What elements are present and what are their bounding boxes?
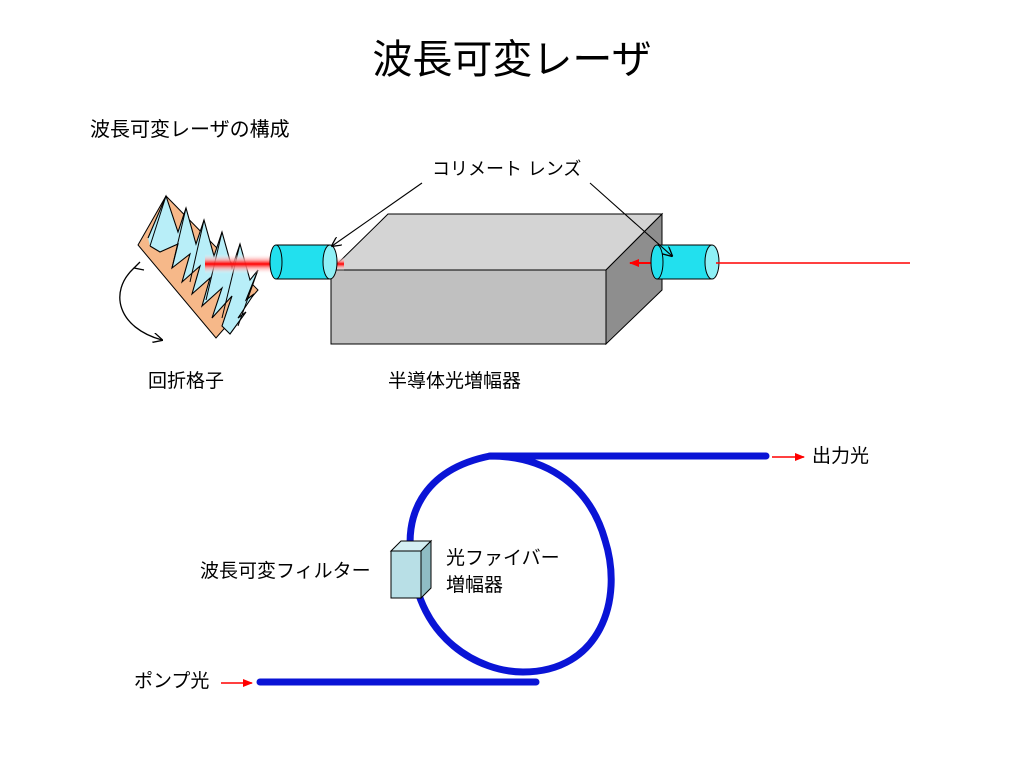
fiber-ring	[406, 452, 615, 676]
filter-label: 波長可変フィルター	[200, 560, 371, 582]
lens-label: コリメート レンズ	[432, 159, 582, 180]
rotation-arrow-start	[132, 261, 145, 271]
fiber-amplifier-label-line2: 増幅器	[446, 574, 504, 596]
rotation-arrow	[119, 267, 162, 340]
diffraction-grating	[137, 194, 259, 339]
pump-light-label: ポンプ光	[134, 670, 210, 692]
collimating-lens-left	[269, 244, 338, 280]
slide-title: 波長可変レーザ	[372, 37, 652, 83]
lens-pointer-left	[332, 182, 423, 246]
semiconductor-optical-amplifier	[329, 212, 664, 346]
grating-label: 回折格子	[148, 370, 225, 392]
output-light-label: 出力光	[812, 445, 870, 467]
slide-subtitle: 波長可変レーザの構成	[90, 117, 290, 141]
lens-pointer-right	[589, 182, 672, 256]
fiber-amplifier-label-line1: 光ファイバー	[446, 547, 560, 569]
collimating-lens-right	[650, 244, 720, 280]
amplifier-label: 半導体光増幅器	[388, 370, 522, 392]
tunable-filter	[389, 539, 433, 600]
